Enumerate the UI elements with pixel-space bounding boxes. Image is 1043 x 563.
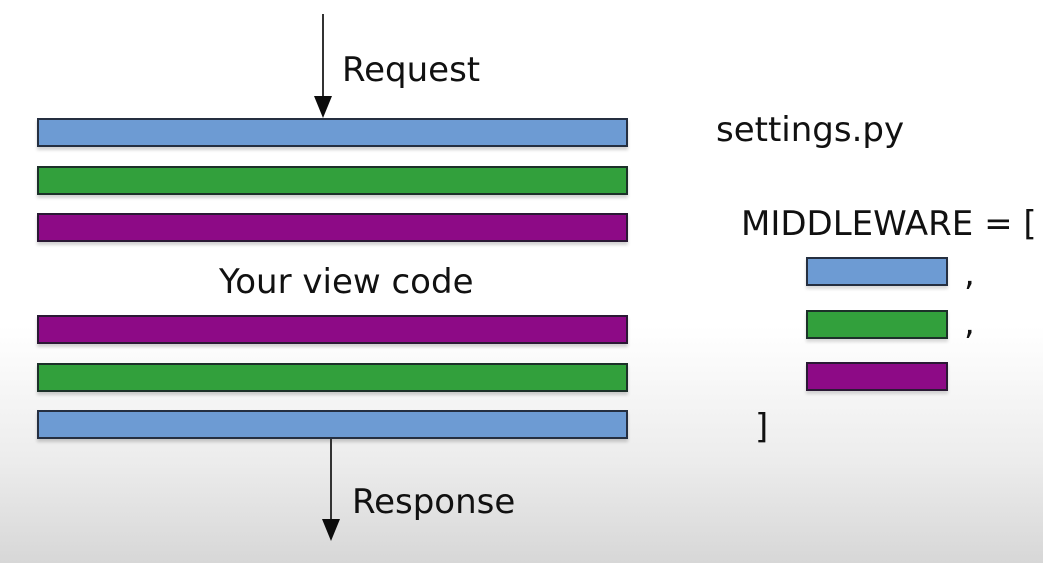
response-label: Response	[352, 482, 516, 522]
middleware-bar-outbound-3	[37, 410, 628, 439]
view-code-label: Your view code	[219, 262, 474, 302]
middleware-declaration: MIDDLEWARE = [	[741, 204, 1037, 244]
middleware-bar-outbound-1	[37, 315, 628, 344]
middleware-swatch-3	[806, 362, 948, 391]
middleware-swatch-2	[806, 310, 948, 339]
closing-bracket: ]	[755, 407, 769, 447]
middleware-bar-inbound-2	[37, 166, 628, 195]
middleware-bar-inbound-3	[37, 213, 628, 242]
request-label: Request	[342, 50, 481, 90]
settings-filename: settings.py	[716, 110, 905, 150]
response-arrow-head-icon	[322, 519, 340, 541]
middleware-swatch-1	[806, 257, 948, 286]
middleware-bar-inbound-1	[37, 118, 628, 147]
middleware-separator-1: ,	[964, 254, 975, 294]
middleware-separator-2: ,	[964, 303, 975, 343]
request-arrow-head-icon	[314, 96, 332, 118]
response-arrow-line	[330, 439, 332, 521]
middleware-bar-outbound-2	[37, 363, 628, 392]
request-arrow-line	[322, 14, 324, 98]
